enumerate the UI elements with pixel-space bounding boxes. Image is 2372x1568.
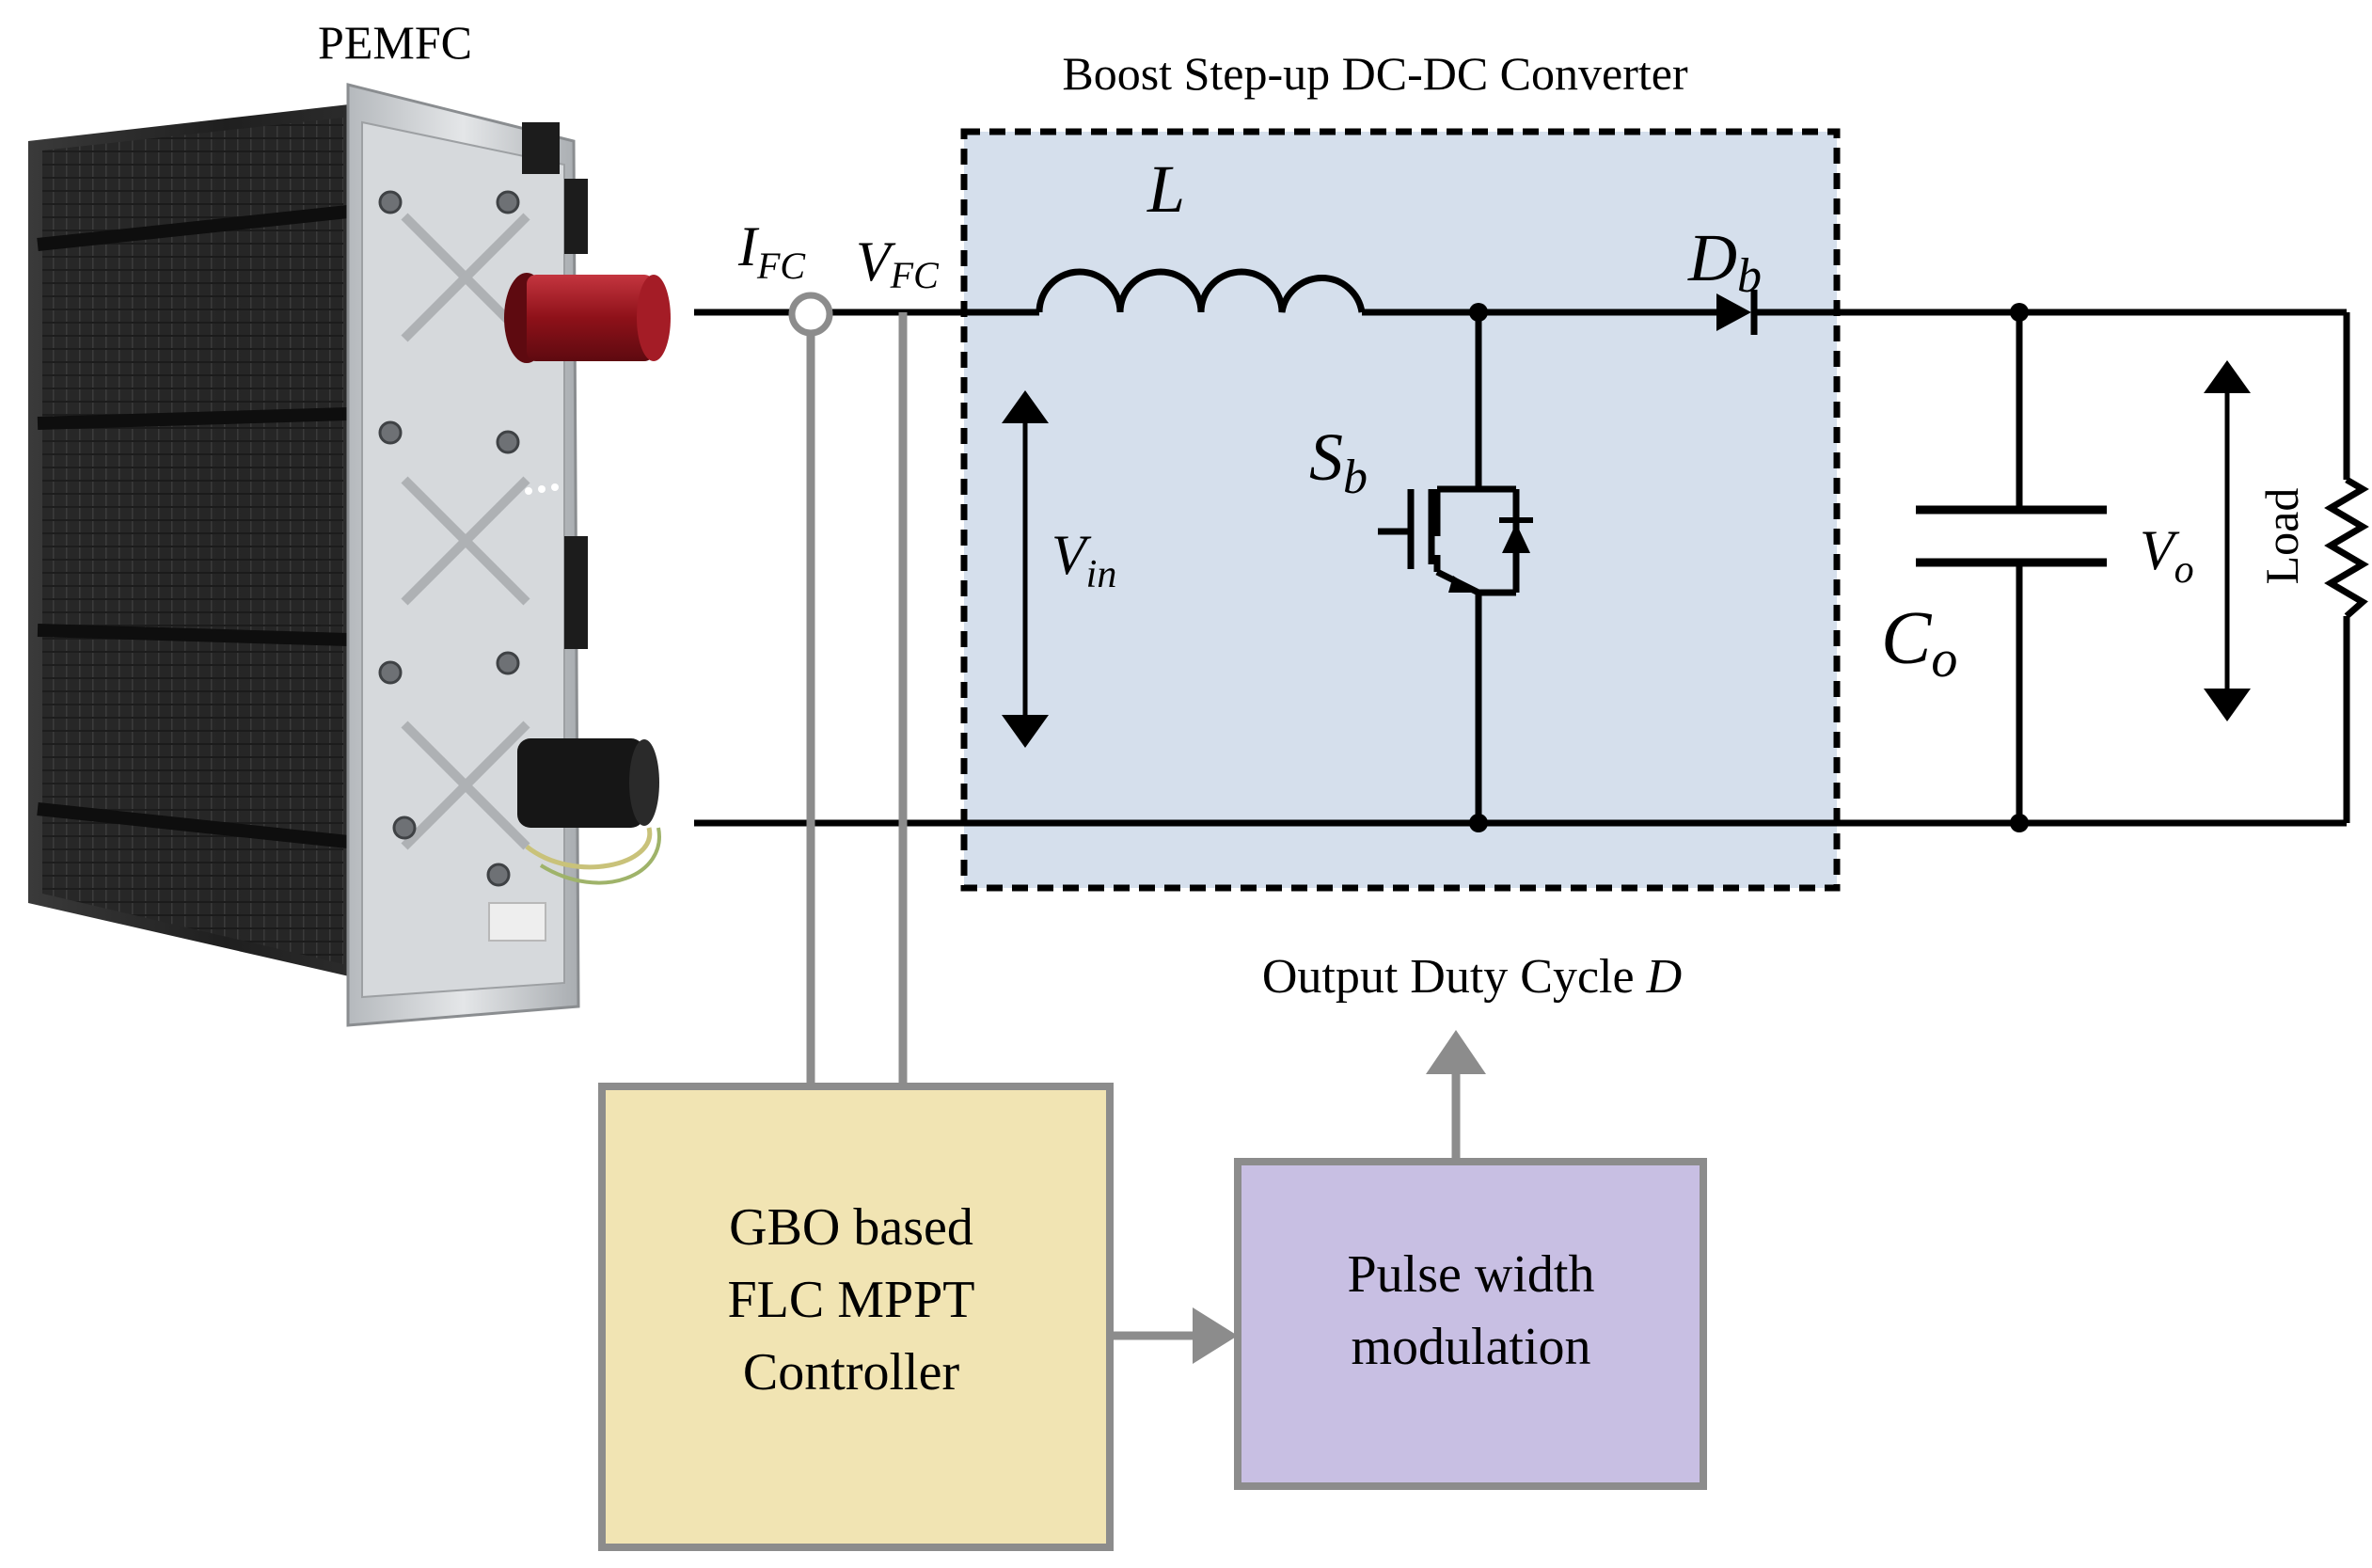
pwm-block <box>1234 1158 1707 1490</box>
switch-sb-label: Sb <box>1309 420 1368 504</box>
controller-line-3: Controller <box>743 1343 960 1402</box>
current-sensor <box>788 292 833 337</box>
duty-cycle-label: Output Duty Cycle D <box>1262 950 1682 1004</box>
vo-label: Vo <box>2140 519 2194 592</box>
switch-sb <box>1378 485 1520 596</box>
mppt-controller-block <box>598 1083 1114 1551</box>
sense-lines <box>806 312 908 1086</box>
pemfc-image <box>28 83 671 1027</box>
load-label: Load <box>2255 488 2308 585</box>
vo-arrow <box>2204 360 2251 721</box>
capacitor-co-label: Co <box>1881 597 1957 689</box>
switch-emitter-arrow <box>1448 576 1479 593</box>
pwm-line-2: modulation <box>1351 1318 1590 1376</box>
load-resistor <box>2324 476 2369 619</box>
controller-to-pwm-arrow <box>1110 1307 1238 1364</box>
ifc-label: IFC <box>737 215 806 287</box>
capacitor-co <box>1916 505 2107 567</box>
inductor-label: L <box>1146 151 1185 227</box>
controller-line-1: GBO based <box>729 1198 973 1257</box>
pwm-line-1: Pulse width <box>1348 1245 1595 1304</box>
inductor-coil <box>1036 268 1366 313</box>
controller-line-2: FLC MPPT <box>728 1271 975 1329</box>
converter-box <box>960 128 1841 892</box>
switch-antiparallel-diode <box>1502 523 1530 553</box>
diode-db <box>1716 290 1758 335</box>
vin-label: Vin <box>1052 524 1116 596</box>
converter-title: Boost Step-up DC-DC Converter <box>1062 47 1688 100</box>
power-wires <box>694 309 2350 827</box>
duty-cycle-arrow <box>1426 1030 1486 1162</box>
pemfc-label: PEMFC <box>318 16 472 69</box>
vfc-label: VFC <box>856 230 940 296</box>
diode-db-label: Db <box>1687 220 1762 303</box>
junction-dots <box>1469 303 2029 832</box>
vin-arrow <box>1002 390 1049 748</box>
